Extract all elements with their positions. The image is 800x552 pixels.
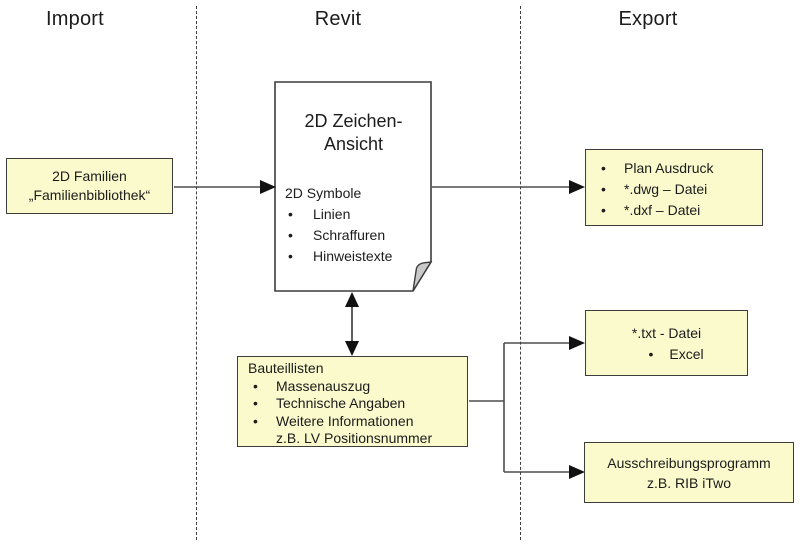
familien-box-line1: 2D Familien: [52, 168, 127, 184]
document-title: 2D Zeichen- Ansicht: [275, 110, 432, 156]
folded-corner-icon: [412, 261, 433, 292]
bullet-icon: •: [648, 346, 654, 362]
txt-box-title: *.txt - Datei: [631, 325, 702, 341]
bauteillisten-list-item: • Weitere Informationen: [238, 413, 467, 431]
familien-box-line2: „Familienbibliothek“: [28, 187, 151, 203]
plan-list-item: • *.dwg – Datei: [586, 179, 762, 200]
bullet-icon: •: [253, 377, 258, 394]
arrow-document-to-plan: [432, 180, 585, 194]
lane-title-revit: Revit: [314, 8, 362, 30]
bauteillisten-item-label: Technische Angaben: [276, 395, 406, 411]
bullet-icon: •: [253, 395, 258, 411]
document-node: 2D Zeichen- Ansicht 2D Symbole • Linien …: [275, 82, 432, 291]
bullet-icon: •: [288, 206, 293, 222]
bauteillisten-item-label: Weitere Informationen: [276, 412, 414, 429]
bullet-icon: •: [288, 227, 293, 243]
bullet-icon: •: [601, 202, 606, 218]
bullet-icon: •: [253, 412, 258, 429]
lane-title-import: Import: [46, 8, 104, 30]
document-list-item: • Linien: [285, 204, 432, 225]
document-item-label: Hinweistexte: [313, 248, 393, 264]
document-shape: [274, 81, 433, 292]
document-title-line2: Ansicht: [323, 134, 384, 154]
plan-item-label: Plan Ausdruck: [624, 160, 714, 176]
document-title-line1: 2D Zeichen-: [304, 111, 403, 131]
plan-list-item: • *.dxf – Datei: [586, 200, 762, 221]
bullet-icon: •: [288, 248, 293, 264]
bauteillisten-item-label: Massenauszug: [276, 377, 371, 394]
plan-list-item: • Plan Ausdruck: [586, 158, 762, 179]
document-item-label: Schraffuren: [313, 227, 386, 243]
bauteillisten-list-item: • Massenauszug: [238, 378, 467, 396]
lane-title-export: Export: [618, 8, 678, 30]
document-list-item: • Schraffuren: [285, 225, 432, 246]
document-list-item: • Hinweistexte: [285, 246, 432, 267]
bauteillisten-list-item: • Technische Angaben: [238, 395, 467, 413]
document-heading: 2D Symbole: [285, 185, 362, 201]
txt-datei-box: *.txt - Datei • Excel: [585, 310, 748, 376]
arrow-familien-to-document: [174, 180, 276, 194]
document-item-label: Linien: [313, 206, 351, 222]
bauteillisten-box: Bauteillisten • Massenauszug • Technisch…: [237, 356, 468, 447]
bullet-icon: •: [601, 160, 606, 176]
bauteillisten-title: Bauteillisten: [248, 360, 324, 376]
plan-item-label: *.dxf – Datei: [624, 202, 701, 218]
txt-list-item: • Excel: [629, 344, 703, 365]
divider-revit-export: [520, 6, 521, 540]
familien-box: 2D Familien „Familienbibliothek“: [6, 158, 173, 214]
arrow-document-bauteillisten-bidirectional: [345, 292, 359, 356]
ausschreibung-line1: Ausschreibungsprogramm: [607, 454, 771, 471]
ausschreibungsprogramm-box: Ausschreibungsprogramm z.B. RIB iTwo: [584, 442, 794, 503]
connector-bauteillisten-branch: [469, 336, 585, 479]
bullet-icon: •: [601, 181, 606, 197]
divider-import-revit: [196, 6, 197, 540]
plan-item-label: *.dwg – Datei: [624, 181, 708, 197]
bauteillisten-note: z.B. LV Positionsnummer: [276, 430, 433, 446]
plan-ausdruck-box: • Plan Ausdruck • *.dwg – Datei • *.dxf …: [585, 149, 763, 226]
ausschreibung-line2: z.B. RIB iTwo: [646, 474, 732, 491]
txt-item-label: Excel: [669, 346, 704, 362]
